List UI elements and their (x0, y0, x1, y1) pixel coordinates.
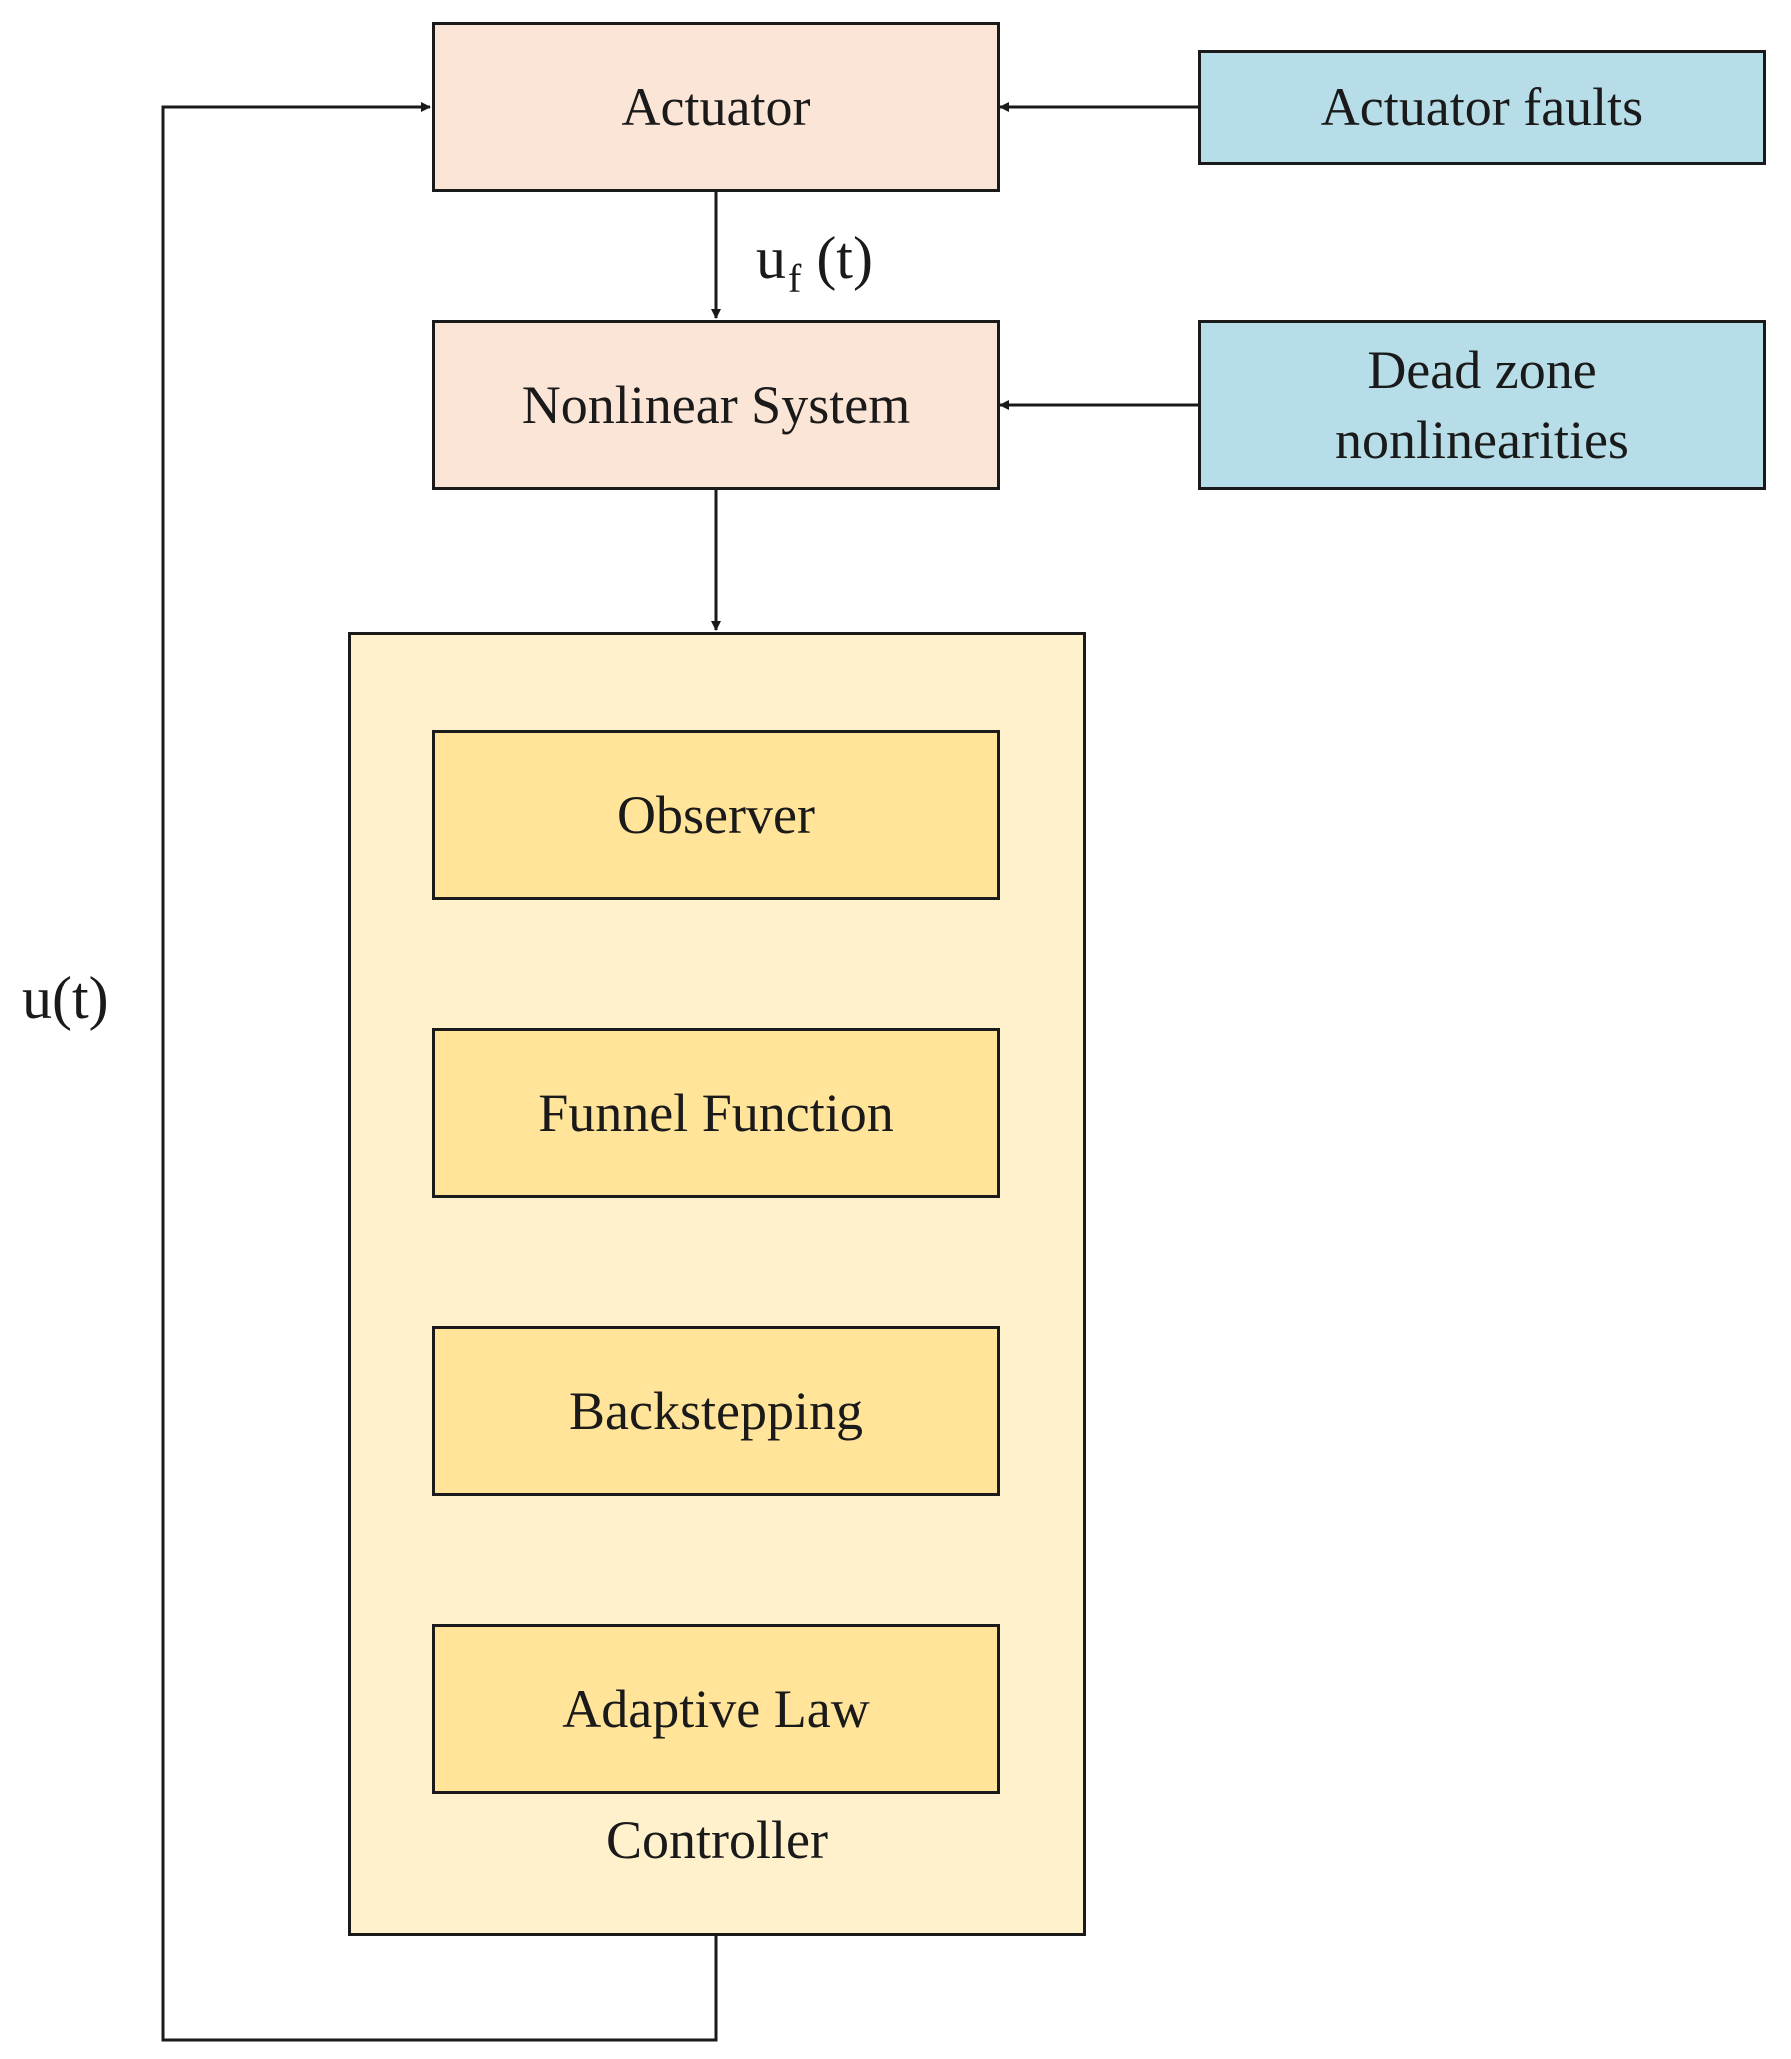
observer-block: Observer (432, 730, 1000, 900)
actuator-block: Actuator (432, 22, 1000, 192)
observer-label: Observer (617, 784, 815, 845)
actuator-faults-label: Actuator faults (1320, 77, 1644, 138)
feedback-path-u (161, 102, 718, 2042)
backstepping-label: Backstepping (569, 1380, 863, 1441)
dead-zone-label-line1: Dead zone (1367, 339, 1597, 400)
funnel-function-label: Funnel Function (538, 1082, 894, 1143)
dead-zone-label-line2: nonlinearities (1335, 410, 1629, 470)
actuator-faults-block: Actuator faults (1198, 50, 1766, 165)
backstepping-block: Backstepping (432, 1326, 1000, 1496)
controller-label: Controller (606, 1809, 828, 1870)
u-signal-label: u(t) (22, 965, 109, 1031)
funnel-function-block: Funnel Function (432, 1028, 1000, 1198)
dead-zone-block: Dead zone nonlinearities (1198, 320, 1766, 490)
uf-subscript: f (788, 256, 802, 301)
nonlinear-system-block: Nonlinear System (432, 320, 1000, 490)
actuator-label: Actuator (621, 76, 811, 137)
uf-signal-label: uf (t) (756, 225, 873, 301)
adaptive-law-block: Adaptive Law (432, 1624, 1000, 1794)
nonlinear-system-label: Nonlinear System (521, 374, 911, 435)
adaptive-law-label: Adaptive Law (562, 1678, 870, 1739)
